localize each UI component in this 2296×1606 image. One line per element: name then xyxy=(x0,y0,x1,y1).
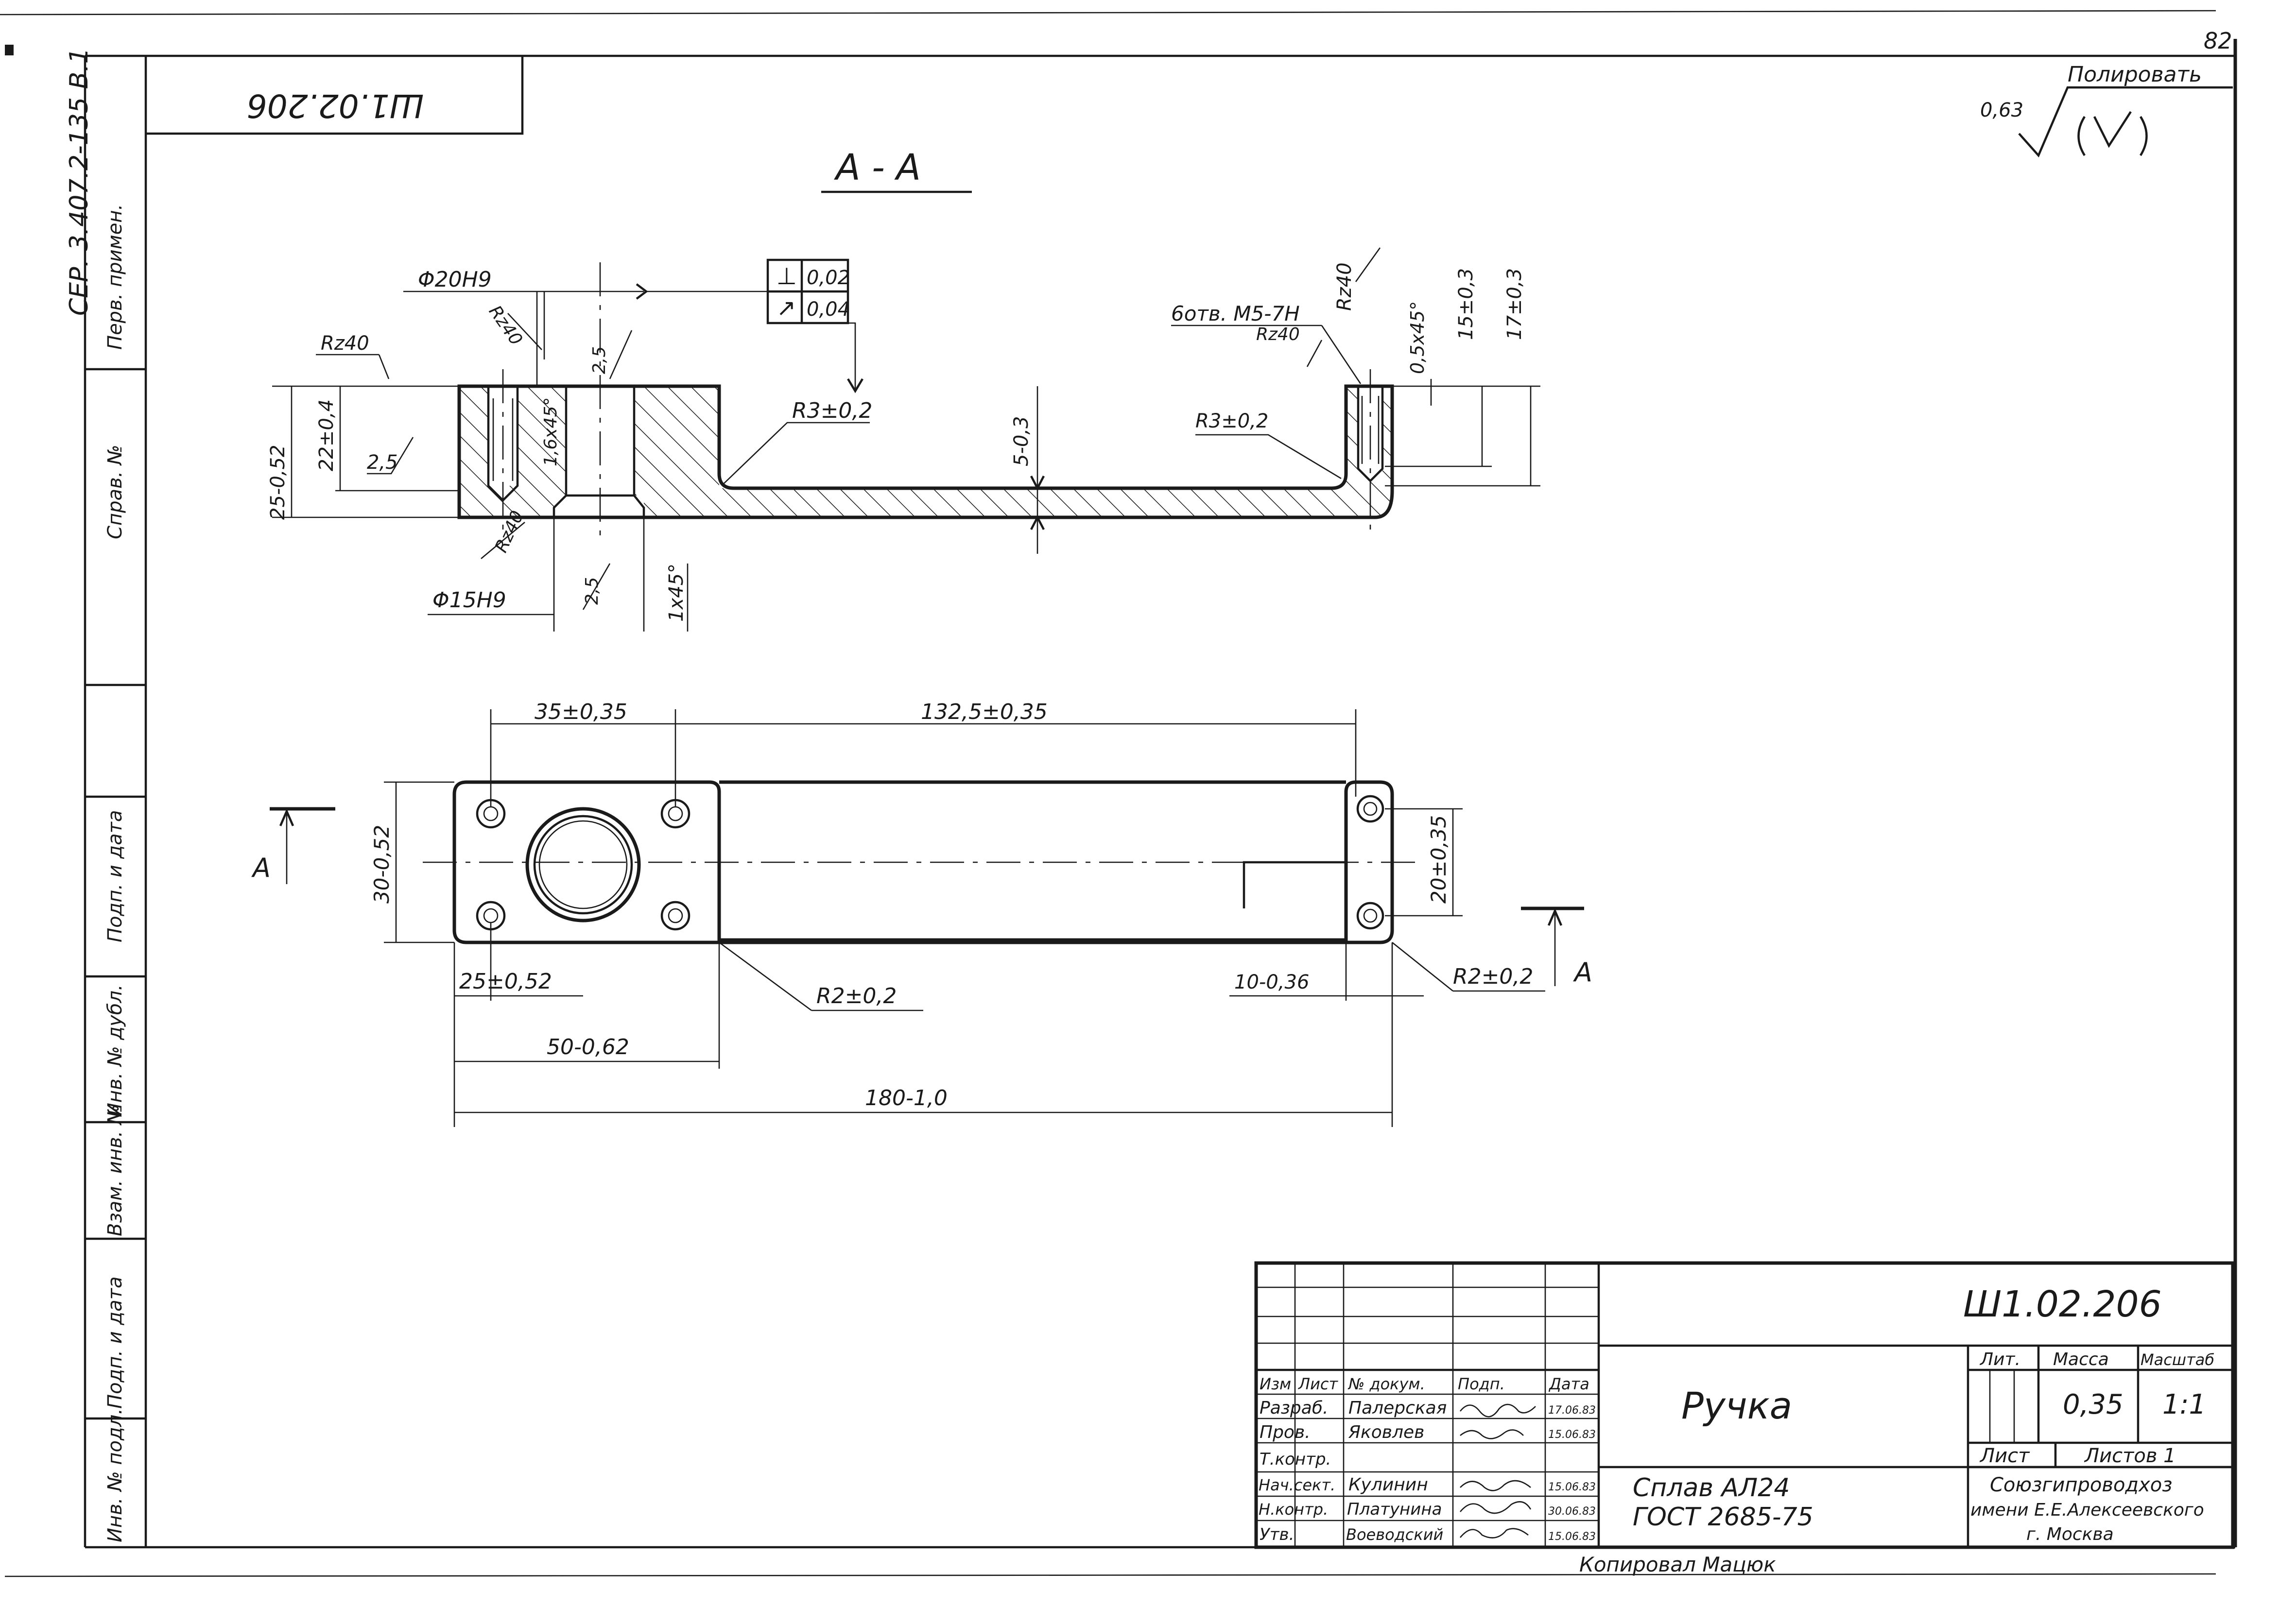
rz40-hole-right: Rz40 xyxy=(1256,325,1300,344)
part-name: Ручка xyxy=(1681,1384,1792,1427)
dim-25: 25±0,52 xyxy=(459,969,552,994)
chamfer-16: 1,6х45° xyxy=(541,397,561,466)
section-mark-left: А xyxy=(251,853,271,883)
side-stamp: СЕР. 3.407.2-135 В.1 Перв. примен. Справ… xyxy=(65,48,126,1542)
radius-r2-left: R2±0,2 xyxy=(816,984,897,1008)
dim-10: 10-0,36 xyxy=(1234,971,1309,993)
dim-20: 20±0,35 xyxy=(1427,815,1450,904)
side-label-inv-podl: Инв. № подл. xyxy=(104,1408,126,1542)
section-title: А - А xyxy=(821,147,972,193)
hdr-izm: Изм xyxy=(1260,1375,1291,1393)
dim-25-052: 25-0,52 xyxy=(267,445,289,520)
hdr-data: Дата xyxy=(1548,1375,1589,1393)
date-utv: 15.06.83 xyxy=(1548,1531,1596,1543)
rz40-left: Rz40 xyxy=(321,332,369,355)
polish-note: Полировать xyxy=(2068,62,2202,87)
dim-phi20: Φ20Н9 xyxy=(418,267,492,292)
hole-circle-4 xyxy=(660,901,691,931)
name-nkontr: Платунина xyxy=(1347,1500,1442,1519)
hdr-list: Лист xyxy=(1298,1375,1338,1393)
role-tkontr: Т.контр. xyxy=(1260,1450,1331,1469)
date-razrab: 17.06.83 xyxy=(1548,1404,1596,1417)
mass-label: Масса xyxy=(2053,1350,2109,1369)
series-side-label: СЕР. 3.407.2-135 В.1 xyxy=(65,48,94,316)
dim-phi15: Φ15Н9 xyxy=(432,588,506,613)
tol-value-1: 0,02 xyxy=(807,267,850,289)
radius-r3-right: R3±0,2 xyxy=(1195,410,1268,432)
roughness-25-top: 2,5 xyxy=(589,346,609,374)
date-nachsekt: 15.06.83 xyxy=(1548,1481,1596,1493)
side-label-inv-dubl: Инв. № дубл. xyxy=(104,984,126,1117)
tol-runout-symbol: ↗ xyxy=(777,294,796,322)
material-line2: ГОСТ 2685-75 xyxy=(1633,1503,1813,1532)
date-nkontr: 30.06.83 xyxy=(1548,1505,1596,1518)
side-label-podp-data-2: Подп. и дата xyxy=(104,1277,126,1409)
chamfer-1: 1х45° xyxy=(665,564,688,622)
dim-30: 30-0,52 xyxy=(370,825,394,904)
roughness-symbol: 0,63 Полировать xyxy=(1980,62,2233,158)
title-block: Изм Лист № докум. Подп. Дата Разраб. Пал… xyxy=(1254,1261,2235,1549)
mass-value: 0,35 xyxy=(2063,1389,2123,1420)
section-marks: А А xyxy=(251,807,1592,988)
org-line1: Союзгипроводхоз xyxy=(1990,1474,2173,1496)
dim-180: 180-1,0 xyxy=(865,1086,948,1111)
dim-15-03: 15±0,3 xyxy=(1455,268,1477,340)
section-title-text: А - А xyxy=(834,147,921,188)
role-nkontr: Н.контр. xyxy=(1259,1500,1328,1519)
rz40-right-top: Rz40 xyxy=(1333,262,1356,311)
sheets-label: Листов 1 xyxy=(2084,1445,2176,1467)
date-prov: 15.06.83 xyxy=(1548,1429,1596,1441)
designation: Ш1.02.206 xyxy=(1963,1283,2162,1325)
roughness-25-left: 2,5 xyxy=(367,451,398,474)
corner-number: 82 xyxy=(2204,28,2232,54)
role-razrab: Разраб. xyxy=(1260,1398,1328,1418)
scale-value: 1:1 xyxy=(2162,1389,2206,1420)
radius-r2-right: R2±0,2 xyxy=(1453,964,1533,989)
dim-1325: 132,5±0,35 xyxy=(921,700,1048,724)
dim-17-03: 17±0,3 xyxy=(1503,268,1526,340)
hole-spec: 6отв. М5-7Н xyxy=(1171,302,1300,325)
dim-50: 50-0,62 xyxy=(547,1035,629,1059)
name-razrab: Палерская xyxy=(1348,1398,1447,1418)
dim-5-03: 5-0,3 xyxy=(1010,416,1033,467)
roughness-value: 0,63 xyxy=(1980,99,2023,121)
radius-r3-left: R3±0,2 xyxy=(792,398,872,423)
plan-view xyxy=(423,780,1419,944)
side-label-vzam-inv: Взам. инв. № xyxy=(104,1104,126,1236)
side-label-perv-primen: Перв. примен. xyxy=(104,204,126,350)
doc-code-rotated: Ш1.02.206 xyxy=(247,87,424,124)
dim-35: 35±0,35 xyxy=(535,700,627,724)
chamfer-05: 0,5х45° xyxy=(1407,301,1428,374)
section-mark-right: А xyxy=(1573,957,1592,988)
sheet-frame xyxy=(0,10,2237,1577)
role-utv: Утв. xyxy=(1260,1525,1294,1544)
role-nachsekt: Нач.сект. xyxy=(1259,1476,1335,1494)
hole-circle-5 xyxy=(1356,795,1384,823)
copied-by: Копировал Мацюк xyxy=(1579,1553,1776,1576)
side-label-podp-data-1: Подп. и дата xyxy=(104,810,126,942)
role-prov: Пров. xyxy=(1260,1422,1311,1442)
name-utv: Воеводский xyxy=(1346,1525,1443,1544)
hole-circle-6 xyxy=(1356,902,1384,930)
tol-value-2: 0,04 xyxy=(807,298,850,321)
bore-outer xyxy=(525,807,641,923)
section-view xyxy=(457,262,1394,544)
section-dimensions: Φ20Н9 ⊥ ↗ 0,02 0,04 Rz40 Rz40 25-0,52 22… xyxy=(267,247,1540,632)
org-line2: имени Е.Е.Алексеевского xyxy=(1970,1500,2204,1520)
material-line1: Сплав АЛ24 xyxy=(1633,1473,1790,1503)
scale-label: Масштаб xyxy=(2141,1350,2214,1369)
hdr-dokum: № докум. xyxy=(1347,1375,1425,1393)
name-nachsekt: Кулинин xyxy=(1348,1475,1428,1495)
name-prov: Яковлев xyxy=(1348,1422,1424,1442)
hdr-podp: Подп. xyxy=(1458,1375,1505,1393)
doc-code-box: Ш1.02.206 xyxy=(146,56,524,135)
dim-22-04: 22±0,4 xyxy=(315,399,338,471)
side-label-sprav-no: Справ. № xyxy=(104,444,126,539)
lit-label: Лит. xyxy=(1979,1350,2020,1369)
sheet-label: Лист xyxy=(1979,1445,2030,1467)
tol-perp-symbol: ⊥ xyxy=(777,263,797,290)
plan-dimensions: 35±0,35 132,5±0,35 30-0,52 20±0,35 25±0,… xyxy=(370,700,1545,1127)
org-line3: г. Москва xyxy=(2026,1524,2114,1544)
